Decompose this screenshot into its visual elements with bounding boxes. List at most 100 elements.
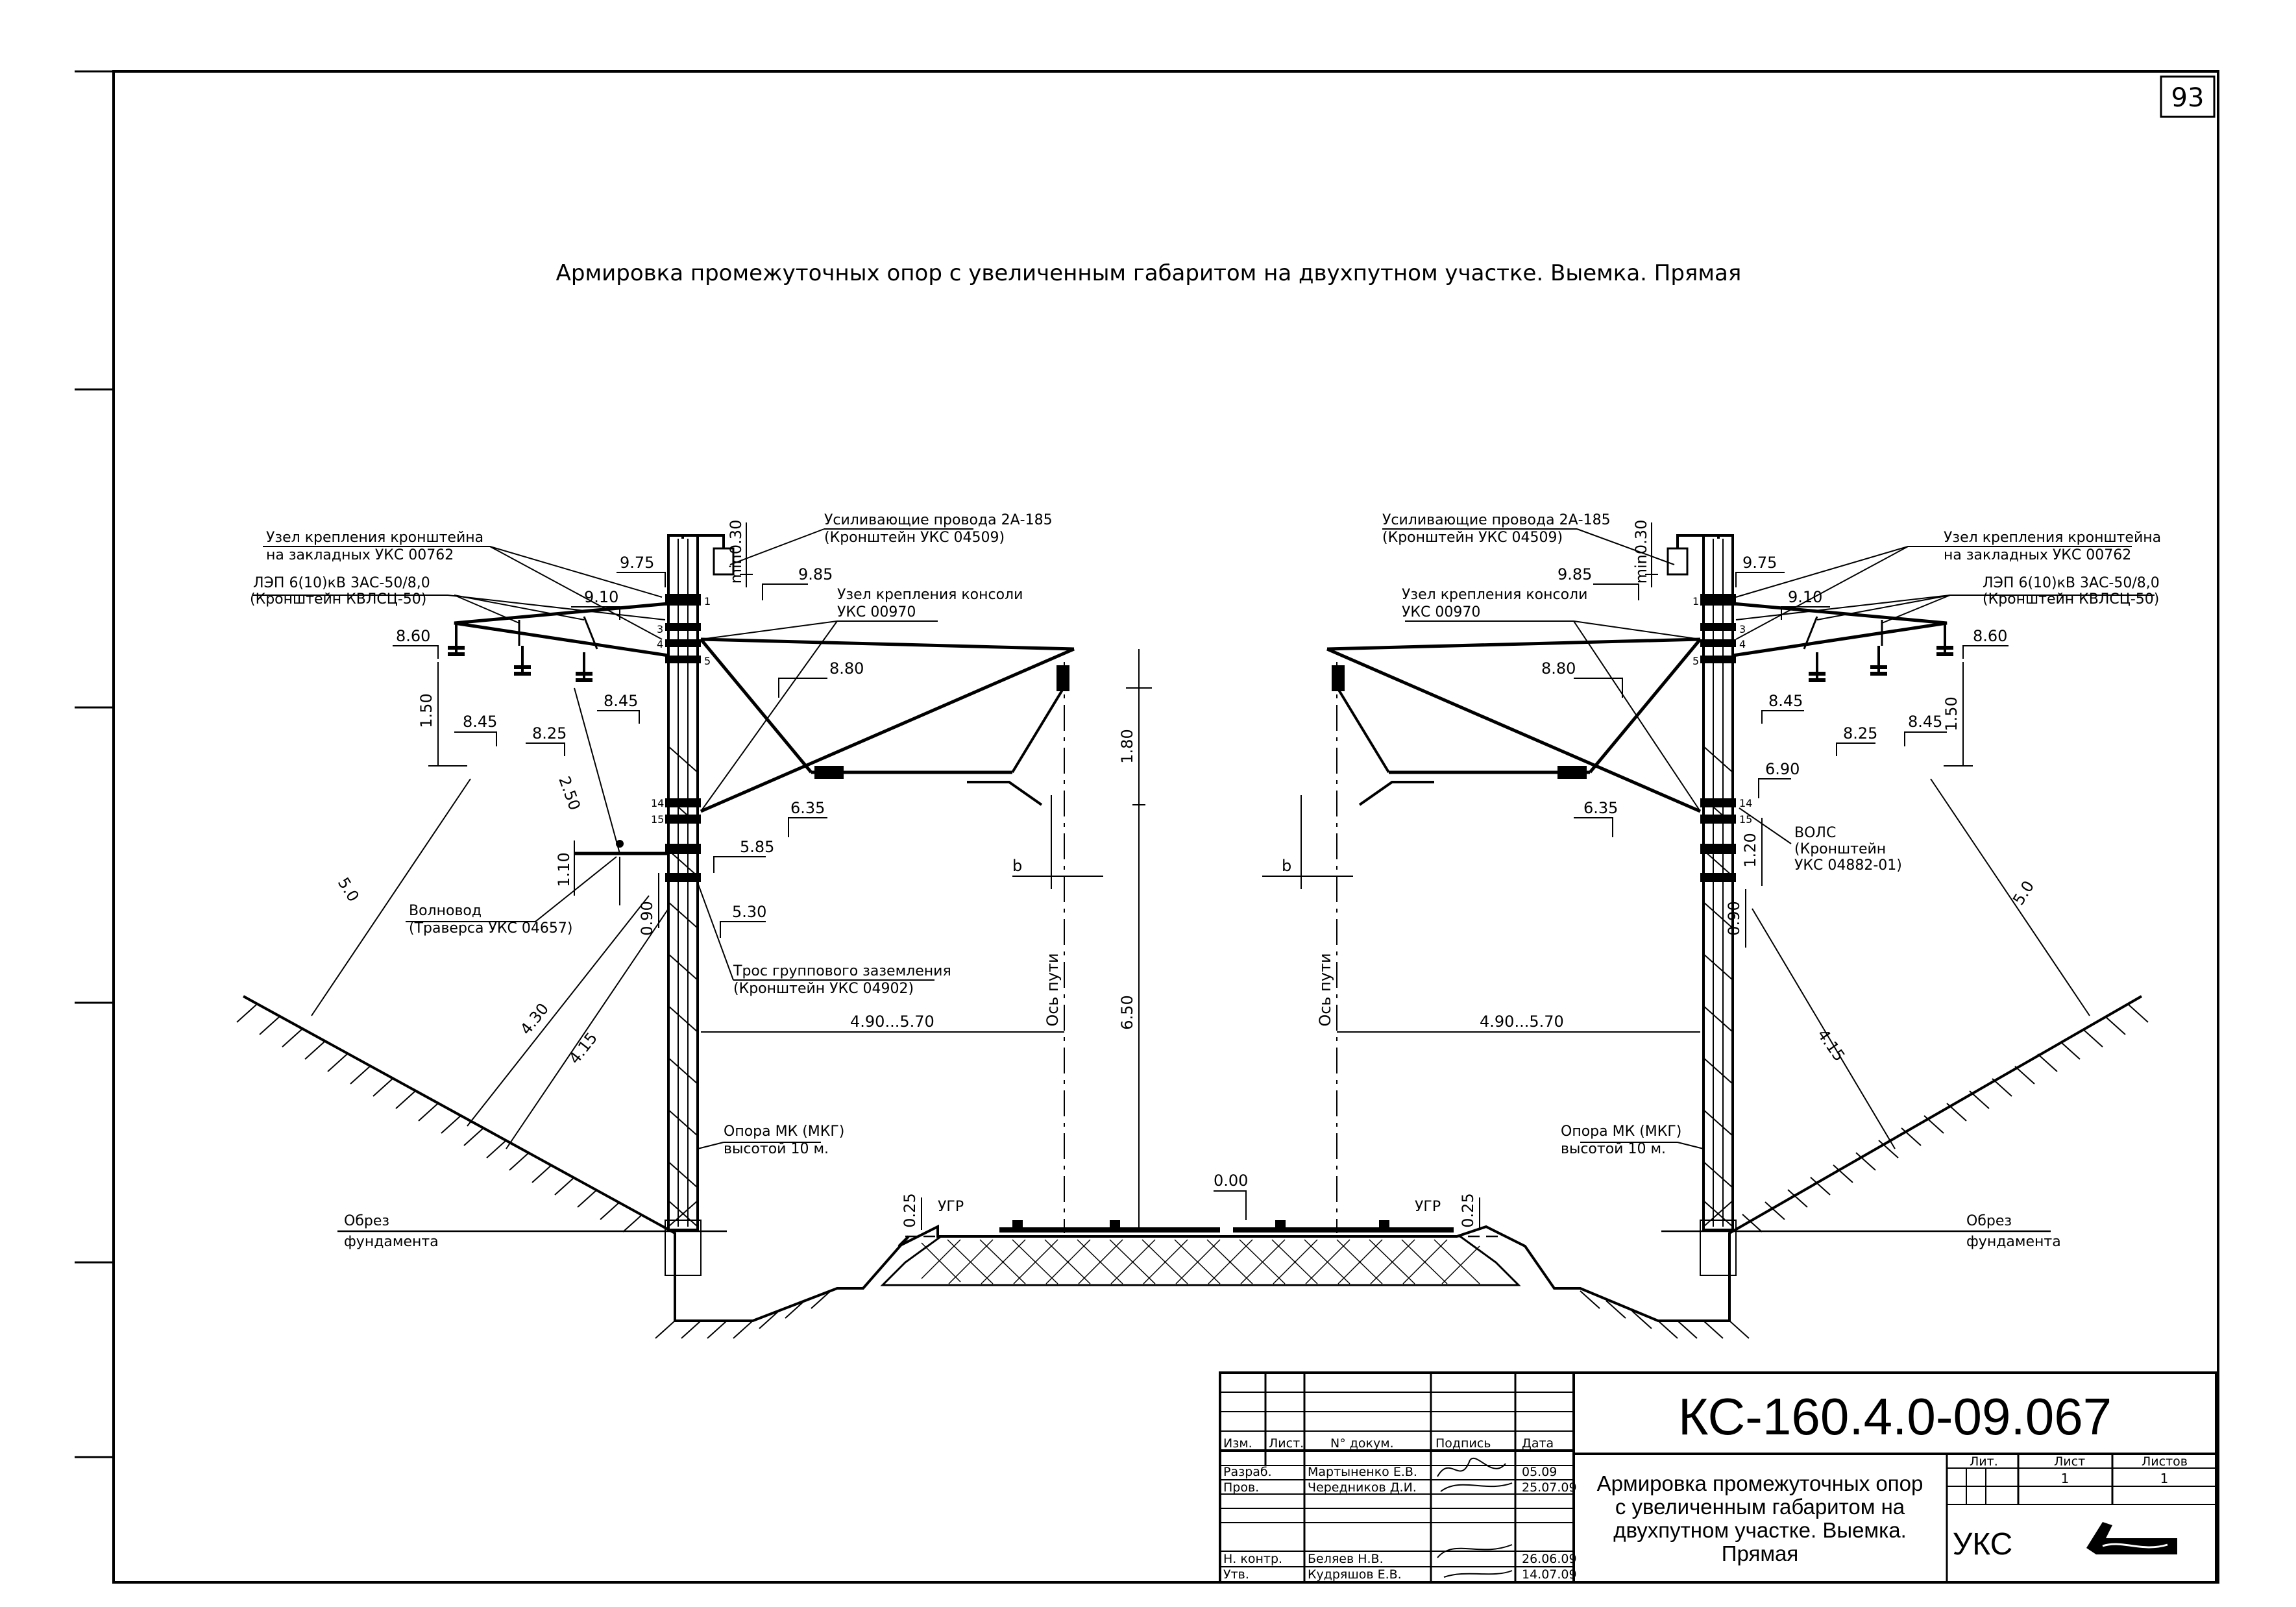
svg-text:8.60: 8.60	[1973, 627, 2007, 645]
svg-text:0.00: 0.00	[1214, 1172, 1248, 1190]
svg-text:0.25: 0.25	[1459, 1193, 1477, 1227]
svg-text:Прямая: Прямая	[1722, 1541, 1798, 1565]
svg-text:УГР: УГР	[1415, 1199, 1441, 1215]
svg-text:9.10: 9.10	[584, 588, 618, 606]
svg-text:Н. контр.: Н. контр.	[1223, 1552, 1282, 1566]
svg-text:6.35: 6.35	[1583, 799, 1618, 817]
svg-text:8.80: 8.80	[1541, 659, 1576, 678]
svg-text:на закладных УКС 00762: на закладных УКС 00762	[266, 547, 454, 563]
svg-text:Обрез: Обрез	[1966, 1213, 2012, 1229]
svg-text:Лист.: Лист.	[1269, 1436, 1304, 1451]
svg-text:0.90: 0.90	[638, 901, 656, 935]
margin-ticks	[75, 70, 114, 1458]
svg-text:Разраб.: Разраб.	[1223, 1465, 1272, 1479]
svg-text:b: b	[1012, 857, 1022, 875]
svg-text:9.75: 9.75	[620, 554, 654, 572]
svg-text:Трос группового заземления: Трос группового заземления	[733, 963, 951, 979]
svg-text:9.10: 9.10	[1788, 588, 1822, 606]
svg-text:на закладных УКС 00762: на закладных УКС 00762	[1944, 547, 2131, 563]
svg-text:ЛЭП 6(10)кВ 3АС-50/8,0: ЛЭП 6(10)кВ 3АС-50/8,0	[253, 575, 430, 591]
svg-text:УГР: УГР	[938, 1199, 964, 1215]
svg-text:Усиливающие провода 2А-185: Усиливающие провода 2А-185	[824, 512, 1053, 528]
svg-text:Изм.: Изм.	[1223, 1436, 1252, 1451]
right-text-labels: Усиливающие провода 2А-185 (Кронштейн УК…	[1382, 512, 2161, 1250]
svg-text:8.45: 8.45	[1908, 713, 1942, 731]
svg-text:3: 3	[657, 623, 663, 635]
svg-text:3: 3	[1739, 623, 1746, 635]
svg-text:Лит.: Лит.	[1970, 1454, 1998, 1469]
svg-text:Лист: Лист	[2054, 1454, 2085, 1469]
page-number: 93	[2171, 83, 2204, 113]
svg-text:5.85: 5.85	[740, 838, 774, 856]
svg-text:УКС 00970: УКС 00970	[1402, 604, 1480, 620]
svg-text:6.50: 6.50	[1118, 995, 1136, 1029]
svg-text:8.25: 8.25	[532, 724, 567, 742]
signatures	[1437, 1457, 1513, 1578]
svg-text:05.09: 05.09	[1522, 1465, 1557, 1479]
organization: УКС	[1953, 1527, 2013, 1562]
svg-text:4.90...5.70: 4.90...5.70	[850, 1012, 934, 1031]
svg-text:1.10: 1.10	[555, 852, 573, 887]
svg-text:0.90: 0.90	[1725, 901, 1743, 935]
svg-text:15: 15	[1739, 813, 1752, 826]
svg-text:ЛЭП 6(10)кВ 3АС-50/8,0: ЛЭП 6(10)кВ 3АС-50/8,0	[1983, 575, 2160, 591]
svg-text:15: 15	[651, 813, 664, 826]
svg-text:8.60: 8.60	[396, 627, 430, 645]
svg-text:Усиливающие провода 2А-185: Усиливающие провода 2А-185	[1382, 512, 1611, 528]
svg-text:Опора МК (МКГ): Опора МК (МКГ)	[724, 1123, 844, 1140]
svg-text:Чередников Д.И.: Чередников Д.И.	[1308, 1480, 1417, 1495]
svg-text:Опора МК (МКГ): Опора МК (МКГ)	[1561, 1123, 1681, 1140]
svg-text:min0.30: min0.30	[727, 520, 745, 584]
svg-text:min0.30: min0.30	[1632, 520, 1650, 584]
svg-text:Мартыненко Е.В.: Мартыненко Е.В.	[1308, 1465, 1417, 1479]
svg-text:Пров.: Пров.	[1223, 1480, 1259, 1495]
svg-text:Армировка промежуточных опор: Армировка промежуточных опор	[1597, 1471, 1924, 1495]
svg-text:Узел крепления кронштейна: Узел крепления кронштейна	[266, 530, 483, 546]
svg-text:5: 5	[704, 655, 711, 667]
right-mast	[1326, 534, 1953, 1276]
svg-text:УКС 00970: УКС 00970	[837, 604, 916, 620]
svg-text:1.50: 1.50	[1942, 696, 1960, 731]
svg-text:Листов: Листов	[2142, 1454, 2188, 1469]
svg-text:N° докум.: N° докум.	[1330, 1436, 1394, 1451]
svg-text:Обрез: Обрез	[344, 1213, 389, 1229]
dimension-lines	[311, 522, 2090, 1233]
svg-text:5.30: 5.30	[732, 903, 766, 921]
svg-text:1: 1	[1692, 595, 1699, 607]
sheet-frame	[112, 70, 2219, 1584]
svg-text:двухпутном участке. Выемка.: двухпутном участке. Выемка.	[1613, 1518, 1907, 1542]
svg-text:4.15: 4.15	[565, 1029, 601, 1067]
svg-text:1.20: 1.20	[1741, 833, 1759, 867]
svg-text:(Кронштейн УКС 04509): (Кронштейн УКС 04509)	[1382, 530, 1563, 546]
svg-text:Подпись: Подпись	[1435, 1436, 1491, 1451]
svg-text:1: 1	[704, 595, 711, 607]
title-block	[1219, 1371, 2217, 1584]
svg-text:1.80: 1.80	[1118, 729, 1136, 763]
title-block-text: КС-160.4.0-09.067 Изм. Лист. N° докум. П…	[1223, 1388, 2188, 1582]
svg-text:6.35: 6.35	[790, 799, 825, 817]
svg-text:0.25: 0.25	[901, 1193, 919, 1227]
svg-text:5: 5	[1692, 655, 1699, 667]
svg-text:4.15: 4.15	[1814, 1025, 1849, 1064]
page-number-box	[2160, 75, 2216, 118]
svg-text:26.06.09: 26.06.09	[1522, 1552, 1577, 1566]
svg-text:1.50: 1.50	[417, 693, 435, 728]
svg-text:высотой 10 м.: высотой 10 м.	[1561, 1141, 1666, 1157]
svg-text:Узел крепления кронштейна: Узел крепления кронштейна	[1944, 530, 2161, 546]
svg-text:(Кронштейн УКС 04902): (Кронштейн УКС 04902)	[733, 981, 914, 997]
svg-text:Кудряшов Е.В.: Кудряшов Е.В.	[1308, 1567, 1402, 1582]
svg-text:25.07.09: 25.07.09	[1522, 1480, 1577, 1495]
svg-text:ВОЛС: ВОЛС	[1794, 825, 1836, 841]
svg-text:Узел крепления консоли: Узел крепления консоли	[837, 587, 1023, 603]
svg-text:2.50: 2.50	[555, 774, 584, 813]
svg-text:8.45: 8.45	[463, 713, 497, 731]
svg-text:4: 4	[1739, 638, 1746, 650]
svg-text:Волновод: Волновод	[409, 903, 482, 919]
svg-text:8.45: 8.45	[1768, 692, 1803, 710]
svg-text:14: 14	[1739, 797, 1752, 809]
svg-text:6.90: 6.90	[1765, 760, 1800, 778]
svg-text:5.0: 5.0	[334, 874, 363, 905]
svg-text:Узел крепления консоли: Узел крепления консоли	[1402, 587, 1587, 603]
